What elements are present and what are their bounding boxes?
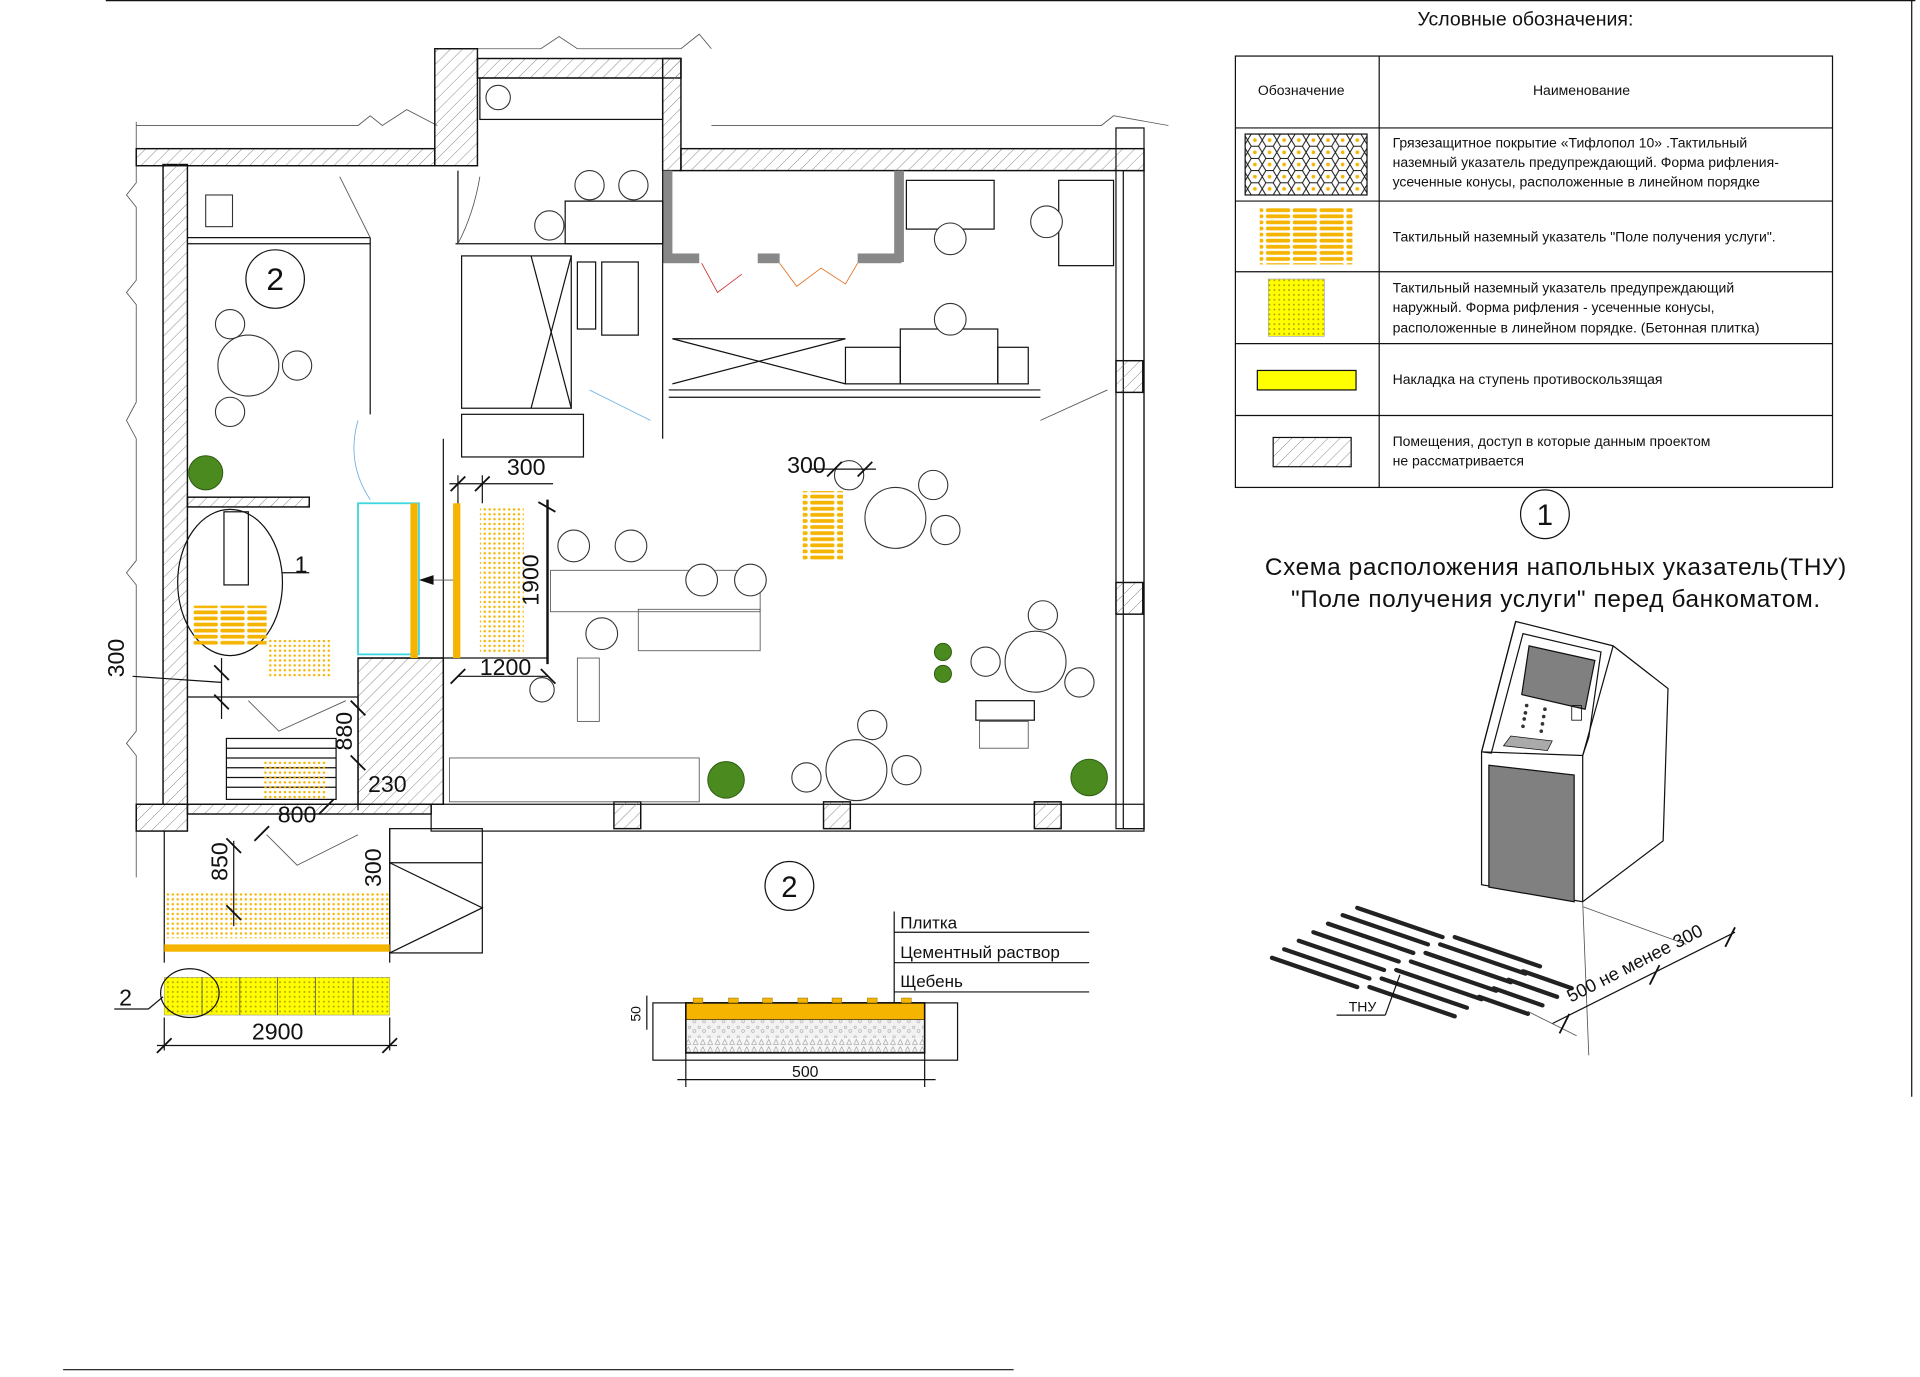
detail-1-title-line2: "Поле получения услуги" перед банкоматом… bbox=[1291, 586, 1821, 613]
svg-text:Грязезащитное покрытие «Тифлоп: Грязезащитное покрытие «Тифлопол 10» .Та… bbox=[1393, 134, 1748, 150]
detail-2-marker: 2 bbox=[781, 872, 797, 904]
legend-row-5-text: Помещения, доступ в которые данным проек… bbox=[1393, 433, 1711, 468]
svg-text:Помещения, доступ в которые да: Помещения, доступ в которые данным проек… bbox=[1393, 433, 1711, 449]
svg-text:ТНУ: ТНУ bbox=[1349, 998, 1377, 1014]
detail-1-atm-scheme: 1 Схема расположения напольных указатель… bbox=[1265, 489, 1847, 1056]
warning-dots-stair bbox=[262, 761, 328, 800]
tactile-indicators bbox=[159, 491, 844, 1019]
atm-illustration bbox=[1480, 620, 1687, 1056]
warning-dots-tile-icon bbox=[1267, 278, 1325, 337]
svg-text:расположенные в линейном поряд: расположенные в линейном порядке. (Бетон… bbox=[1393, 320, 1760, 336]
dim-300-left: 300 bbox=[103, 639, 129, 678]
legend-header-name: Наименование bbox=[1533, 82, 1630, 98]
service-field-room bbox=[193, 605, 267, 645]
dim-2900: 2900 bbox=[252, 1018, 303, 1044]
warning-dots-room bbox=[266, 639, 333, 678]
room-marker: 2 bbox=[266, 261, 284, 297]
dim-300-top: 300 bbox=[507, 454, 546, 480]
svg-text:Тактильный наземный указатель: Тактильный наземный указатель предупрежд… bbox=[1393, 279, 1735, 295]
service-field-atm bbox=[802, 491, 844, 561]
warning-dots-lobby bbox=[479, 505, 524, 655]
layer-mortar-label: Цементный раствор bbox=[900, 943, 1060, 962]
detail-1-marker: 1 bbox=[1537, 500, 1553, 532]
legend-header-symbol: Обозначение bbox=[1258, 82, 1345, 98]
legend-row-2-text: Тактильный наземный указатель "Поле полу… bbox=[1393, 228, 1776, 244]
dim-300-entry: 300 bbox=[360, 848, 386, 887]
section-height-dim: 50 bbox=[628, 1006, 644, 1022]
callout-1-label: 1 bbox=[295, 552, 308, 578]
detail-2-section: 2 Плитка Цементный раствор Щебень 500 50 bbox=[628, 860, 1090, 1087]
anti-slip-strip-2 bbox=[453, 503, 461, 659]
section-width-dim: 500 bbox=[792, 1064, 819, 1081]
detail-1-title-line1: Схема расположения напольных указатель(Т… bbox=[1265, 554, 1847, 581]
callout-2-ellipse bbox=[159, 968, 220, 1019]
atm-dimension-label: 500 не менее 300 bbox=[1563, 920, 1706, 1007]
legend: Условные обозначения: Обозначение Наимен… bbox=[1234, 9, 1834, 489]
svg-text:наземный указатель предупрежда: наземный указатель предупреждающий. Форм… bbox=[1393, 154, 1780, 170]
svg-text:усеченные конусы, расположенны: усеченные конусы, расположенные в линейн… bbox=[1393, 173, 1761, 189]
atm-dimension: 500 не менее 300 bbox=[1527, 920, 1736, 1037]
svg-text:не рассматривается: не рассматривается bbox=[1393, 452, 1524, 468]
dim-300-right: 300 bbox=[787, 452, 826, 478]
honeycomb-tactile-mat-icon bbox=[1244, 133, 1368, 196]
ramp-glass-enclosure bbox=[357, 502, 420, 656]
dim-1200: 1200 bbox=[480, 654, 531, 680]
floor-plan: 2 1 2 300 bbox=[103, 33, 1169, 1054]
dim-880: 880 bbox=[331, 712, 357, 751]
layer-gravel-label: Щебень bbox=[900, 972, 963, 991]
dim-1900: 1900 bbox=[517, 554, 543, 605]
warning-dots-entrance bbox=[164, 892, 390, 939]
layer-tile-label: Плитка bbox=[900, 914, 957, 933]
legend-row-4-text: Накладка на ступень противоскользящая bbox=[1393, 371, 1663, 387]
outdoor-warning-tiles bbox=[163, 976, 391, 1016]
legend-row-3-text: Тактильный наземный указатель предупрежд… bbox=[1393, 279, 1760, 335]
legend-title: Условные обозначения: bbox=[1417, 9, 1633, 31]
hatched-area-icon bbox=[1272, 436, 1352, 468]
anti-slip-strip-icon bbox=[1256, 369, 1357, 391]
service-field-stripes-icon bbox=[1259, 207, 1353, 265]
callout-2-label: 2 bbox=[119, 984, 132, 1010]
partitions bbox=[163, 77, 1115, 963]
callout-1-ellipse bbox=[177, 508, 284, 657]
anti-slip-strip-1 bbox=[410, 503, 418, 659]
doors bbox=[248, 176, 1108, 866]
walls bbox=[135, 48, 1145, 832]
dim-800: 800 bbox=[278, 802, 317, 828]
sheet-frame bbox=[63, 0, 1916, 1371]
plant-icon bbox=[188, 455, 1108, 799]
atm-tactile-field bbox=[1269, 905, 1574, 1019]
anti-slip-strip-entrance bbox=[164, 944, 390, 952]
svg-text:наружный. Форма рифления - усе: наружный. Форма рифления - усеченные кон… bbox=[1393, 299, 1715, 315]
legend-row-1-text: Грязезащитное покрытие «Тифлопол 10» .Та… bbox=[1393, 134, 1780, 189]
tnu-callout: ТНУ bbox=[1336, 974, 1401, 1016]
dim-850: 850 bbox=[207, 842, 233, 881]
dim-230: 230 bbox=[368, 771, 407, 797]
furniture bbox=[188, 84, 1108, 802]
